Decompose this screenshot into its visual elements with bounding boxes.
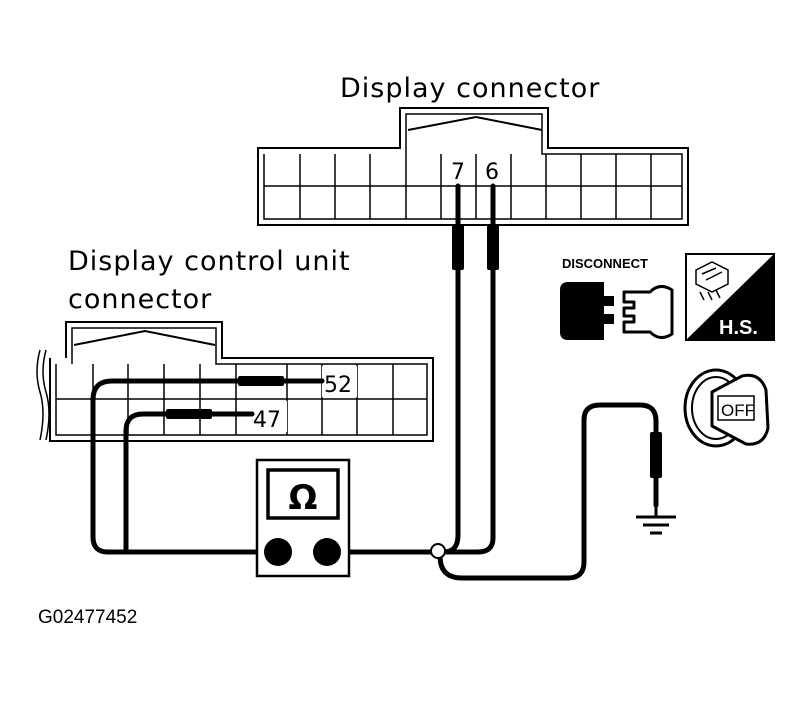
disconnect-icon (560, 282, 674, 340)
pin-47-label: 47 (253, 408, 281, 433)
control-unit-title-line1: Display control unit (68, 246, 351, 277)
disconnect-label: DISCONNECT (562, 256, 648, 271)
cut-marks (36, 349, 50, 441)
probe-pin-7 (452, 224, 464, 270)
probes (166, 224, 662, 478)
hs-label: H.S. (719, 317, 758, 339)
ohm-symbol: Ω (289, 478, 318, 518)
ohmmeter (255, 458, 351, 578)
probe-pin-52 (238, 376, 284, 386)
wire-junction (430, 543, 446, 559)
display-connector (257, 107, 689, 226)
meter-terminal-right (313, 538, 341, 566)
probe-pin-6 (487, 224, 499, 270)
test-wires (90, 183, 659, 581)
figure-code: G02477452 (38, 607, 137, 628)
probe-ground (650, 432, 662, 478)
pin-7-label: 7 (451, 160, 465, 185)
hs-icon (685, 253, 775, 341)
ground-symbol (636, 505, 676, 535)
pin-6-label: 6 (485, 160, 499, 185)
ignition-off-label: OFF (721, 401, 755, 420)
probe-pin-47 (166, 409, 212, 419)
meter-terminal-left (264, 538, 292, 566)
ignition-off-icon (683, 368, 770, 448)
display-connector-title: Display connector (340, 73, 600, 104)
pin-52-label: 52 (324, 373, 352, 398)
control-unit-title-line2: connector (68, 284, 212, 315)
